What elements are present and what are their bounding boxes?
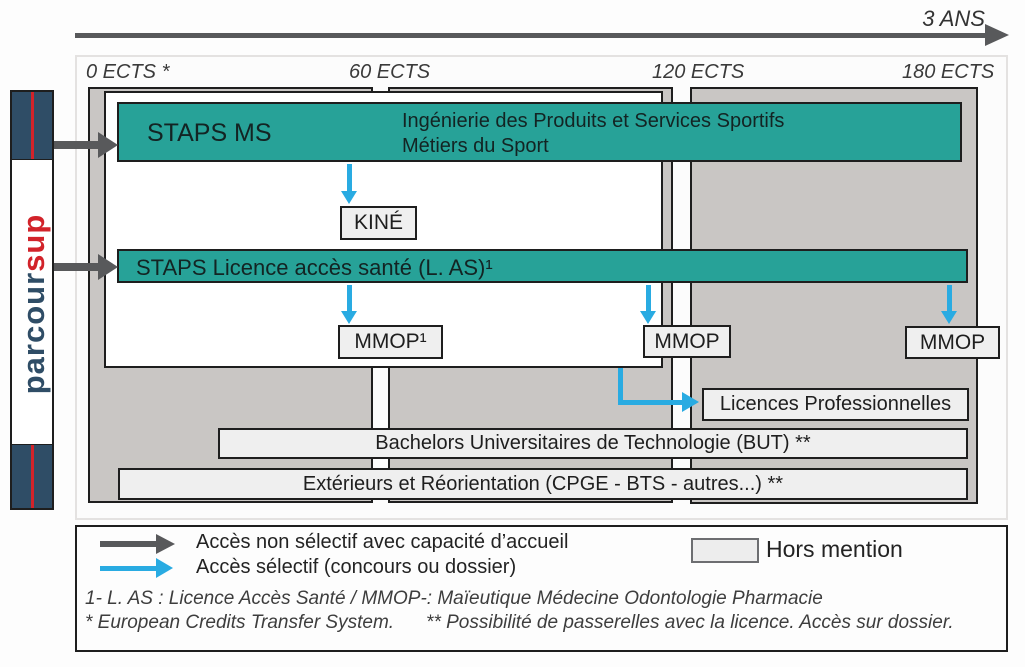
timeline-arrow-icon [985, 24, 1009, 46]
entry-arrow-icon-staps-las [98, 254, 118, 280]
hors-mention-label: Hors mention [766, 536, 903, 562]
entry-arrow-line-staps-las [54, 263, 100, 271]
staps-las-label: STAPS Licence accès santé (L. AS)¹ [136, 255, 493, 280]
banner-top-block [11, 91, 53, 160]
box-mmop-year3: MMOP [905, 326, 1000, 359]
arrow-line-mmop-y3 [947, 285, 952, 311]
arrow-icon-kine [341, 191, 357, 204]
box-mmop-year2: MMOP [643, 325, 731, 358]
legend-selective-arrow-line [100, 566, 158, 571]
banner-red-line [31, 92, 34, 159]
box-licences-pro: Licences Professionnelles [702, 388, 969, 421]
banner-red-line [31, 445, 34, 508]
legend-selective-label: Accès sélectif (concours ou dossier) [196, 556, 517, 578]
duration-label: 3 ANS [922, 6, 985, 31]
arrow-line-licpro-vertical [618, 368, 623, 405]
parcoursup-logo: parcoursup [12, 162, 56, 446]
arrow-icon-mmop-y2 [640, 311, 656, 324]
timeline-arrow-line [75, 33, 987, 38]
ects-label-0: 0 ECTS * [86, 61, 170, 83]
ects-label-120: 120 ECTS [652, 61, 745, 83]
box-mmop-year1: MMOP¹ [338, 325, 443, 359]
footnote-las-mmop: 1- L. AS : Licence Accès Santé / MMOP-: … [85, 588, 823, 609]
bar-staps-ms: STAPS MS Ingénierie des Produits et Serv… [117, 102, 962, 162]
staps-ms-detail-line2: Métiers du Sport [402, 135, 549, 157]
legend-selective-arrow-icon [156, 558, 173, 578]
staps-ms-detail-line1: Ingénierie des Produits et Services Spor… [402, 110, 785, 132]
arrow-line-kine [347, 164, 352, 191]
logo-text-main: parcour [16, 271, 51, 395]
arrow-line-mmop-y2 [646, 285, 651, 311]
legend-non-selective-arrow-line [100, 541, 158, 547]
arrow-icon-mmop-y1 [341, 311, 357, 324]
staps-ms-label: STAPS MS [147, 119, 272, 147]
footnote-ects-passerelles: * European Credits Transfer System. ** Po… [85, 612, 954, 634]
box-but: Bachelors Universitaires de Technologie … [218, 428, 968, 459]
ects-label-180: 180 ECTS [902, 61, 995, 83]
legend-panel [75, 525, 1008, 652]
banner-bottom-block [11, 444, 53, 509]
ects-label-60: 60 ECTS [349, 61, 431, 83]
bar-staps-las: STAPS Licence accès santé (L. AS)¹ [117, 249, 968, 283]
arrow-line-mmop-y1 [347, 285, 352, 311]
footnote-ects: * European Credits Transfer System. [85, 612, 395, 633]
staps-ms-detail: Ingénierie des Produits et Services Spor… [402, 109, 784, 159]
logo-text-accent: sup [16, 213, 51, 272]
footnote-passerelles: ** Possibilité de passerelles avec la li… [426, 612, 954, 633]
entry-arrow-icon-staps-ms [98, 132, 118, 158]
arrow-icon-licpro [682, 392, 699, 412]
box-exterieurs: Extérieurs et Réorientation (CPGE - BTS … [118, 468, 968, 500]
parcoursup-banner: parcoursup [10, 90, 54, 510]
arrow-icon-mmop-y3 [941, 311, 957, 324]
legend-non-selective-arrow-icon [156, 534, 175, 554]
hors-mention-swatch [691, 538, 759, 563]
arrow-line-licpro-horizontal [618, 400, 682, 405]
entry-arrow-line-staps-ms [54, 141, 100, 149]
box-kine: KINÉ [340, 206, 417, 240]
legend-non-selective-label: Accès non sélectif avec capacité d’accue… [196, 531, 569, 553]
